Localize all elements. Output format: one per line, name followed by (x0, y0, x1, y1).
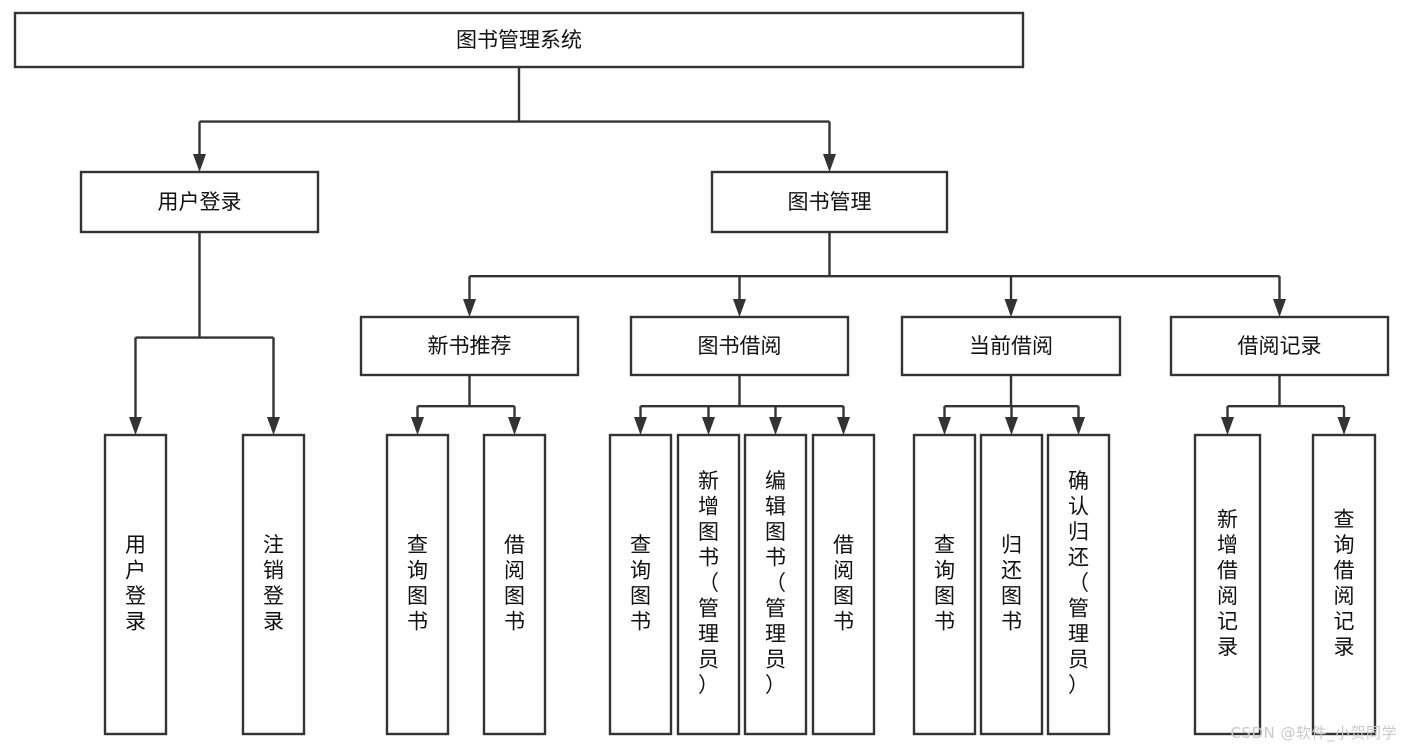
node-leaf-nb-query[interactable]: 查询图书 (385, 433, 450, 736)
node-label: 查询借阅记录 (1334, 507, 1355, 659)
node-box (710, 170, 949, 234)
node-leaf-user-login[interactable]: 用户登录 (103, 433, 168, 736)
arrow-head-icon (411, 417, 424, 435)
node-box (629, 315, 850, 377)
node-l3-current[interactable]: 当前借阅 (900, 315, 1122, 377)
arrow-head-icon (267, 417, 280, 435)
node-root[interactable]: 图书管理系统 (13, 11, 1025, 69)
node-label: 用户登录 (125, 533, 146, 634)
node-box (13, 11, 1025, 69)
node-box (900, 315, 1122, 377)
node-label: 图书管理 (788, 190, 872, 214)
node-label: 借阅图书 (504, 533, 525, 634)
node-box (608, 433, 673, 736)
node-box (1046, 433, 1111, 736)
arrow-head-icon (193, 154, 206, 172)
node-box (979, 433, 1044, 736)
node-label: 查询图书 (934, 533, 955, 634)
node-label: 归还图书 (1001, 533, 1022, 634)
node-box (676, 433, 741, 736)
arrow-head-icon (634, 417, 647, 435)
node-label: 新增图书（管理员） (698, 469, 719, 697)
node-label: 当前借阅 (969, 334, 1053, 358)
node-box (241, 433, 306, 736)
node-label: 查询图书 (630, 533, 651, 634)
node-label: 图书借阅 (698, 334, 782, 358)
edge-layer (129, 67, 1351, 435)
node-leaf-bb-query[interactable]: 查询图书 (608, 433, 673, 736)
node-label: 借阅图书 (833, 533, 854, 634)
node-label: 编辑图书（管理员） (765, 469, 786, 697)
node-box (811, 433, 876, 736)
node-box (359, 315, 580, 377)
arrow-head-icon (769, 417, 782, 435)
arrow-head-icon (702, 417, 715, 435)
arrow-head-icon (823, 154, 836, 172)
node-label: 查询图书 (407, 533, 428, 634)
arrow-head-icon (938, 417, 951, 435)
arrow-head-icon (508, 417, 521, 435)
arrow-head-icon (129, 417, 142, 435)
node-leaf-bb-edit[interactable]: 编辑图书（管理员） (743, 433, 808, 736)
node-box (1169, 315, 1390, 377)
node-box (1193, 433, 1262, 736)
arrow-head-icon (837, 417, 850, 435)
node-leaf-br-query[interactable]: 查询借阅记录 (1311, 433, 1377, 736)
node-label: 图书管理系统 (456, 28, 582, 52)
arrow-head-icon (1221, 417, 1234, 435)
node-label: 用户登录 (158, 190, 242, 214)
node-leaf-user-logout[interactable]: 注销登录 (241, 433, 306, 736)
node-label: 注销登录 (263, 533, 284, 634)
arrow-head-icon (733, 299, 746, 317)
node-leaf-bb-add[interactable]: 新增图书（管理员） (676, 433, 741, 736)
arrow-head-icon (1337, 417, 1351, 435)
node-box (1311, 433, 1377, 736)
node-l3-record[interactable]: 借阅记录 (1169, 315, 1390, 377)
node-label: 新增借阅记录 (1217, 507, 1238, 659)
node-label: 新书推荐 (428, 334, 512, 358)
node-layer: 图书管理系统用户登录图书管理新书推荐图书借阅当前借阅借阅记录用户登录注销登录查询… (13, 11, 1390, 736)
node-leaf-cb-return[interactable]: 归还图书 (979, 433, 1044, 736)
arrow-head-icon (1273, 299, 1286, 317)
node-leaf-br-add[interactable]: 新增借阅记录 (1193, 433, 1262, 736)
arrow-head-icon (1004, 299, 1018, 317)
node-box (482, 433, 547, 736)
node-l3-borrow[interactable]: 图书借阅 (629, 315, 850, 377)
arrow-head-icon (463, 299, 476, 317)
arrow-head-icon (1072, 417, 1085, 435)
node-box (79, 170, 320, 234)
node-label: 确认归还（管理员） (1068, 469, 1089, 697)
node-leaf-bb-borrow[interactable]: 借阅图书 (811, 433, 876, 736)
node-l3-new-book[interactable]: 新书推荐 (359, 315, 580, 377)
node-leaf-nb-borrow[interactable]: 借阅图书 (482, 433, 547, 736)
node-box (743, 433, 808, 736)
node-l2-book-mgmt[interactable]: 图书管理 (710, 170, 949, 234)
node-label: 借阅记录 (1238, 334, 1322, 358)
node-box (912, 433, 977, 736)
node-leaf-cb-query[interactable]: 查询图书 (912, 433, 977, 736)
node-l2-user-login[interactable]: 用户登录 (79, 170, 320, 234)
node-leaf-cb-confirm[interactable]: 确认归还（管理员） (1046, 433, 1111, 736)
arrow-head-icon (1005, 417, 1018, 435)
node-box (385, 433, 450, 736)
node-box (103, 433, 168, 736)
